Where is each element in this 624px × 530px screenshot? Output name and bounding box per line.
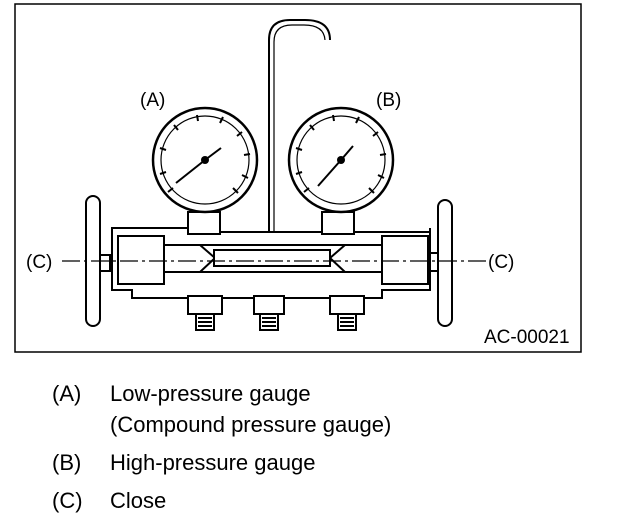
legend-key: (C) [52,488,83,513]
label-a: (A) [140,90,165,111]
legend-text: (Compound pressure gauge) [110,412,392,437]
legend-text: Close [110,488,167,513]
manifold-body [111,227,431,299]
legend-item-c: (C) Close [52,485,391,516]
hook [268,19,331,240]
legend-key: (A) [52,381,82,406]
low-pressure-gauge [151,106,259,214]
legend-text: Low-pressure gauge [110,381,311,406]
legend-text: High-pressure gauge [110,450,316,475]
legend-key: (B) [52,450,82,475]
label-c-left: (C) [26,252,52,273]
figure-code: AC-00021 [484,327,570,348]
label-c-right: (C) [488,252,514,273]
legend-item-b: (B) High-pressure gauge [52,447,391,478]
legend: (A) Low-pressure gauge (Compound pressur… [52,378,391,516]
legend-item-a: (A) Low-pressure gauge (Compound pressur… [52,378,391,440]
manifold-gauge-diagram: (A) (B) (C) (C) AC-00021 [14,3,582,353]
label-b: (B) [376,90,401,111]
hose-ports [187,295,365,331]
high-pressure-gauge [287,106,395,214]
